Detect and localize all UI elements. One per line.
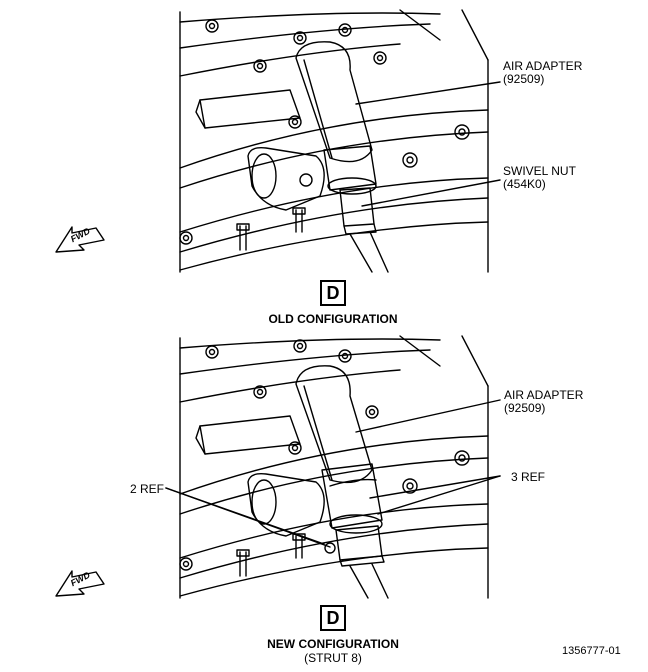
view-marker-top: D — [320, 280, 346, 306]
air-adapter-label-top: AIR ADAPTER (92509) — [503, 60, 582, 86]
strut-subcaption: (STRUT 8) — [304, 651, 362, 665]
air-adapter-part-number: (92509) — [503, 72, 545, 86]
swivel-nut-label: SWIVEL NUT (454K0) — [503, 165, 576, 191]
fwd-arrow-top — [55, 226, 105, 253]
new-configuration-illustration — [165, 335, 501, 599]
swivel-nut-name: SWIVEL NUT — [503, 164, 576, 178]
air-adapter-part-number: (92509) — [504, 401, 546, 415]
old-configuration-caption: OLD CONFIGURATION — [268, 312, 398, 326]
figure-id: 1356777-01 — [562, 645, 621, 657]
air-adapter-label-bottom: AIR ADAPTER (92509) — [504, 389, 583, 415]
ref-3-label: 3 REF — [511, 470, 546, 484]
swivel-nut-part-number: (454K0) — [503, 177, 546, 191]
new-configuration-caption: NEW CONFIGURATION — [267, 637, 399, 651]
view-marker-bottom: D — [320, 605, 346, 631]
air-adapter-name: AIR ADAPTER — [504, 388, 584, 402]
fwd-arrow-bottom — [55, 570, 105, 597]
ref-2-label: 2 REF — [130, 482, 165, 496]
air-adapter-name: AIR ADAPTER — [503, 59, 583, 73]
old-configuration-illustration — [179, 9, 501, 273]
